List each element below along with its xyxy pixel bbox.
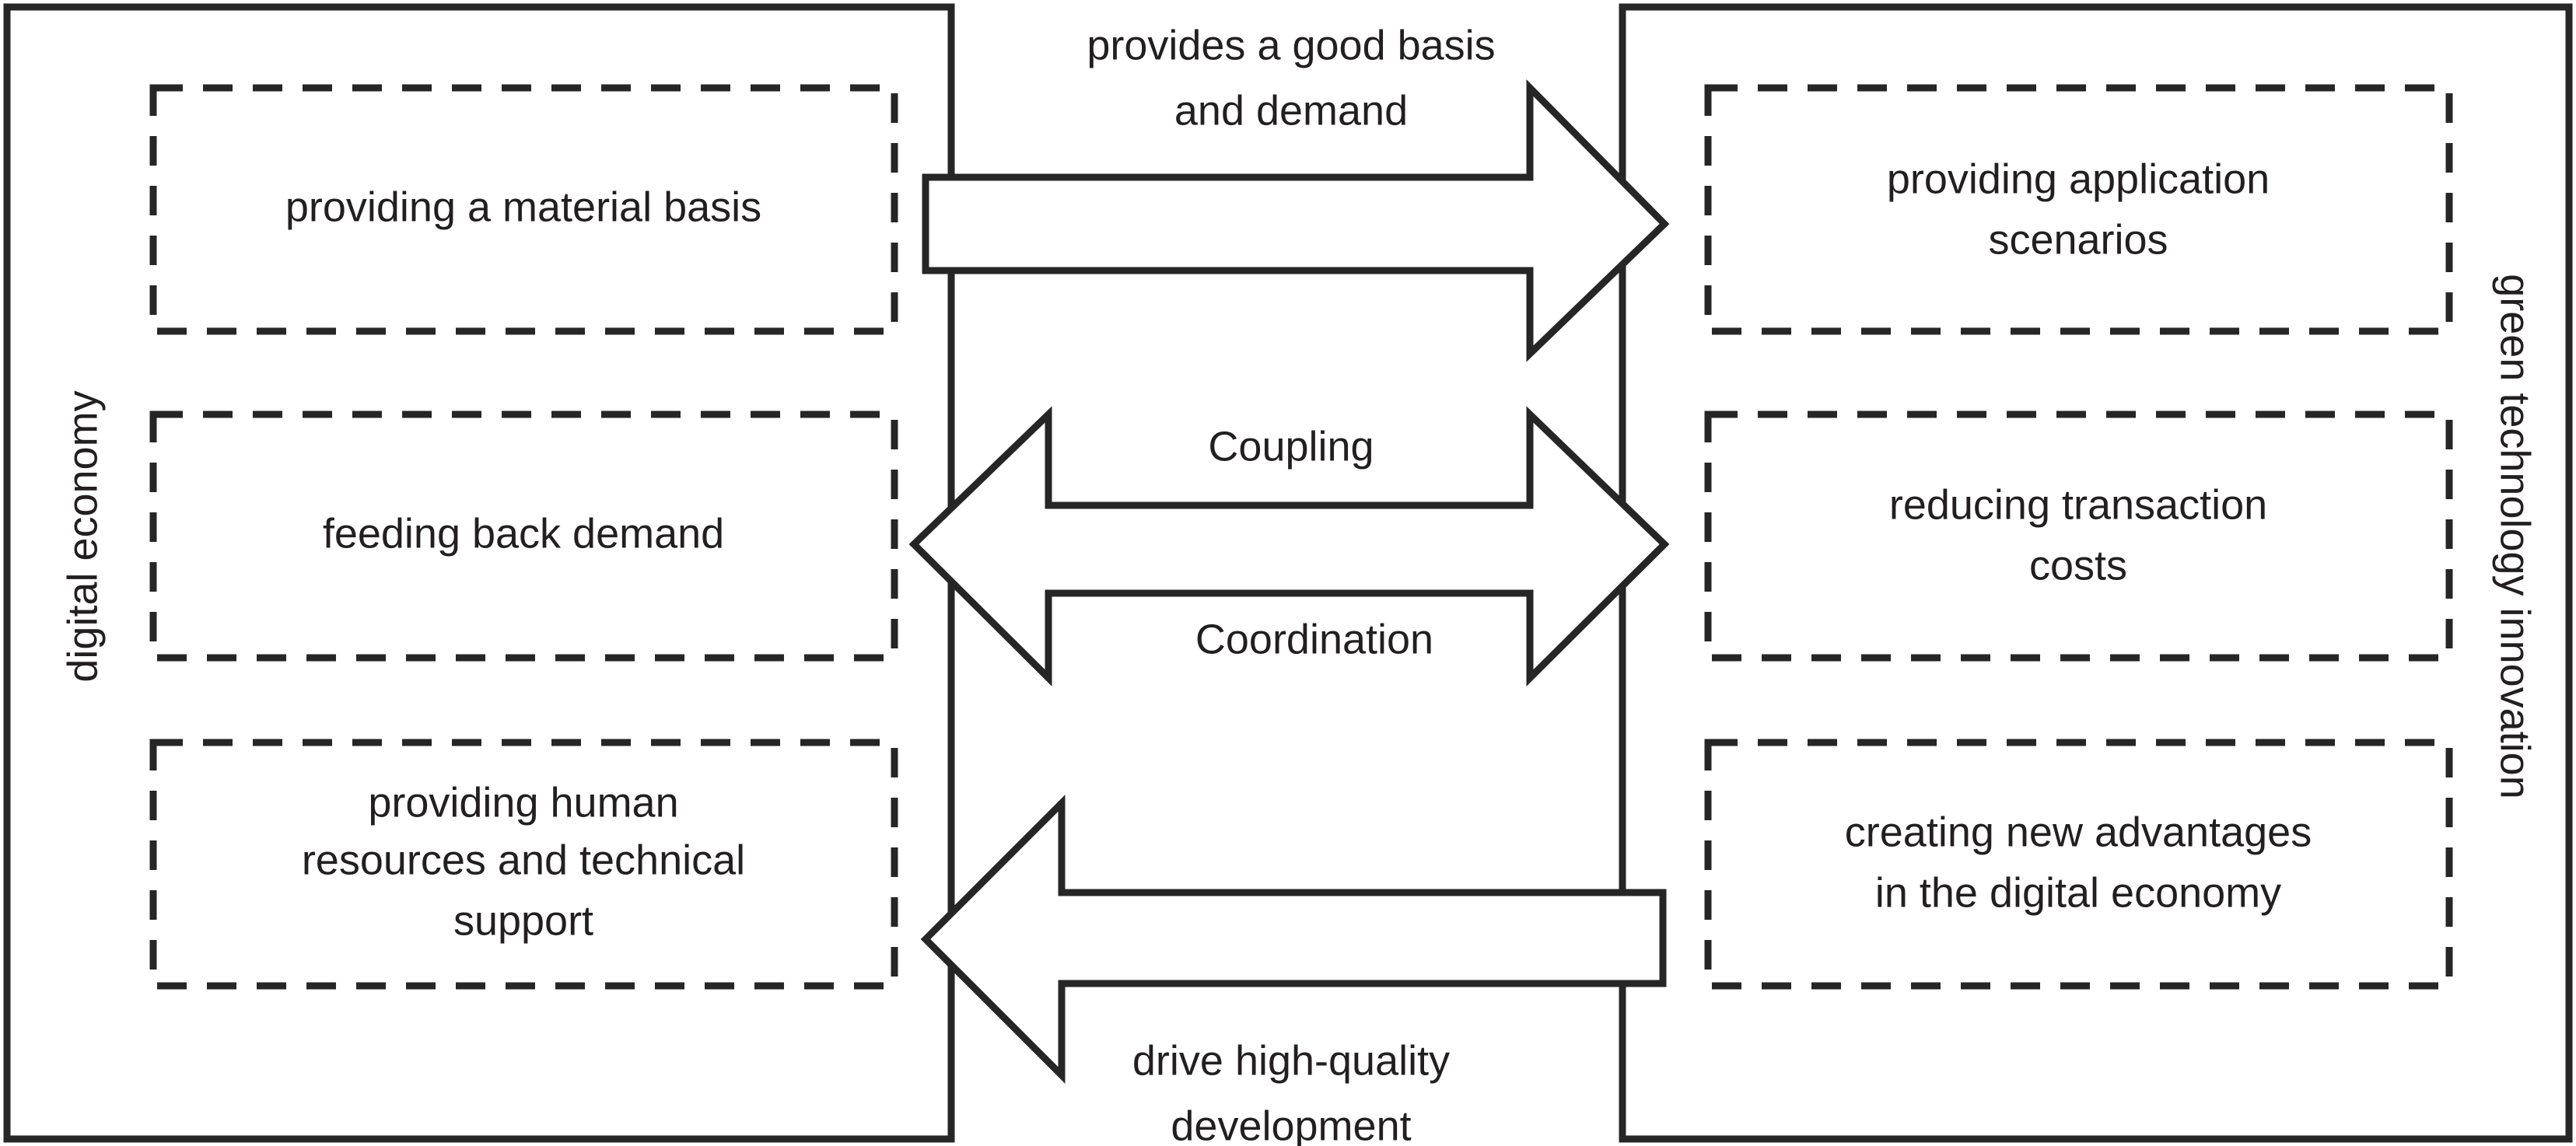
right-box-3-line-2: in the digital economy [1875,869,2281,916]
bottom-arrow-label-line-2: development [1171,1102,1411,1146]
bottom-arrow-shape[interactable] [920,795,1667,1084]
left-box-2-label: feeding back demand [323,510,724,557]
left-box-3-label: providing human resources and technical … [302,779,745,944]
top-arrow-label-line-1: provides a good basis [1087,22,1495,68]
left-box-1-label: providing a material basis [285,183,761,230]
top-arrow-label-line-2: and demand [1174,87,1408,134]
left-box-3-line-2: resources and technical [302,837,745,883]
right-box-1-line-1: providing application [1887,155,2270,202]
bottom-arrow-label-line-1: drive high-quality [1132,1037,1450,1084]
left-box-3[interactable] [149,739,898,990]
right-box-2-line-2: costs [2029,542,2127,589]
right-box-2-label: reducing transaction costs [1889,481,2267,589]
right-box-1-label: providing application scenarios [1887,155,2270,263]
middle-arrow-shape[interactable] [908,406,1670,687]
right-box-3[interactable] [1704,739,2453,990]
right-box-1-line-2: scenarios [1988,216,2168,263]
right-box-3-line-1: creating new advantages [1845,809,2312,855]
middle-arrow-label-coupling: Coupling [1208,423,1374,470]
left-box-3-line-3: support [453,897,593,944]
left-panel-side-label: digital economy [59,390,106,682]
left-box-3-line-1: providing human [368,779,678,826]
right-box-2[interactable] [1704,411,2453,662]
top-arrow-shape[interactable] [922,79,1670,362]
middle-arrow-label-coordination: Coordination [1195,616,1433,662]
left-box-1[interactable] [149,84,898,335]
left-box-2[interactable] [149,411,898,662]
right-box-3-label: creating new advantages in the digital e… [1845,809,2312,916]
right-box-2-line-1: reducing transaction [1889,481,2267,528]
right-box-1[interactable] [1704,84,2453,335]
bottom-arrow-label: drive high-quality development [1132,1037,1450,1146]
top-arrow-label: provides a good basis and demand [1087,22,1495,134]
right-panel-side-label: green technology innovation [2492,274,2539,799]
